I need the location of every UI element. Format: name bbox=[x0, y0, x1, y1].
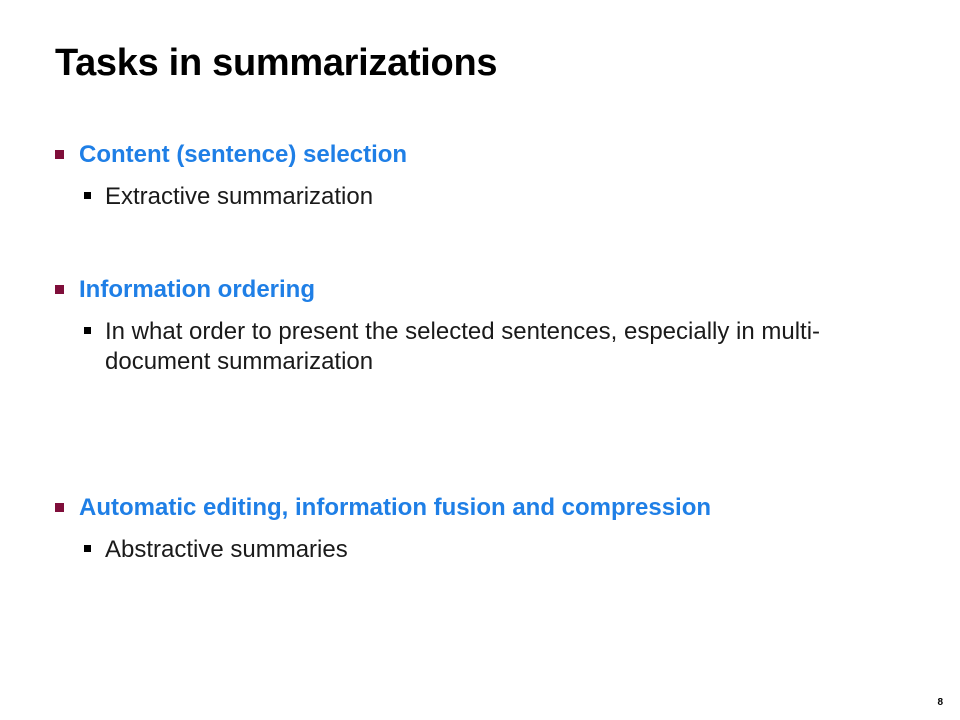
bullet-heading: Automatic editing, information fusion an… bbox=[79, 494, 712, 521]
bullet-subtext: Abstractive summaries bbox=[105, 536, 348, 563]
square-bullet-icon bbox=[55, 150, 64, 159]
bullet-subtext: Extractive summarization bbox=[105, 183, 374, 210]
bullet-heading: Content (sentence) selection bbox=[79, 141, 408, 168]
bullet-level2: Abstractive summaries bbox=[55, 535, 915, 565]
bullet-level1: Information ordering bbox=[55, 275, 915, 305]
square-bullet-icon bbox=[84, 327, 91, 334]
bullet-level1: Content (sentence) selection bbox=[55, 140, 915, 170]
slide-title: Tasks in summarizations bbox=[55, 42, 498, 84]
bullet-heading: Information ordering bbox=[79, 276, 315, 303]
square-bullet-icon bbox=[84, 192, 91, 199]
bullet-item-content-selection: Content (sentence) selection Extractive … bbox=[55, 140, 915, 212]
bullet-level1: Automatic editing, information fusion an… bbox=[55, 493, 915, 523]
bullet-subtext: In what order to present the selected se… bbox=[105, 318, 821, 375]
bullet-level2: Extractive summarization bbox=[55, 182, 915, 212]
bullet-item-information-ordering: Information ordering In what order to pr… bbox=[55, 275, 915, 377]
square-bullet-icon bbox=[55, 285, 64, 294]
bullet-item-automatic-editing: Automatic editing, information fusion an… bbox=[55, 493, 915, 565]
square-bullet-icon bbox=[84, 545, 91, 552]
page-number: 8 bbox=[937, 697, 943, 708]
bullet-level2: In what order to present the selected se… bbox=[55, 317, 915, 377]
square-bullet-icon bbox=[55, 503, 64, 512]
